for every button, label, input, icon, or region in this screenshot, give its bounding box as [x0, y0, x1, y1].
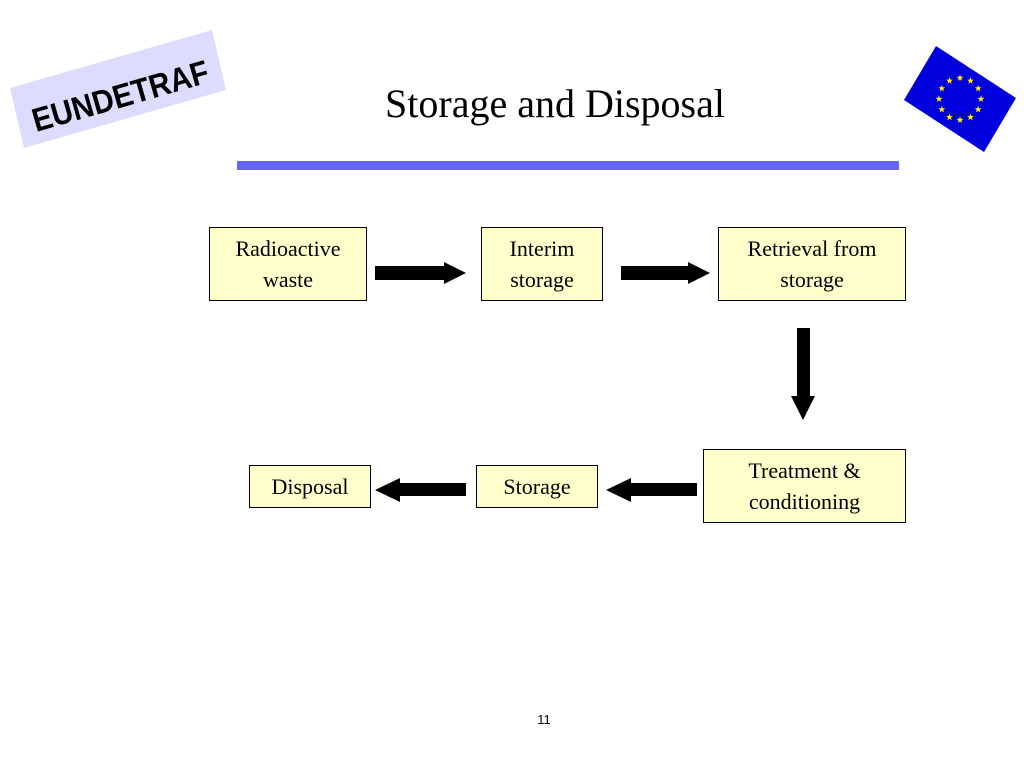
eu-star-icon [946, 77, 953, 84]
slide-title: Storage and Disposal [385, 81, 725, 126]
interim-storage-box: Interim storage [481, 227, 603, 301]
storage-label: Storage [503, 474, 571, 499]
arrow-waste-to-interim [375, 262, 466, 284]
disposal-label: Disposal [271, 474, 349, 499]
eu-star-icon [938, 105, 946, 113]
disposal-box: Disposal [249, 465, 371, 508]
radioactive-waste-box: Radioactive waste [209, 227, 367, 301]
arrow-treatment-to-storage [606, 478, 697, 502]
retrieval-from-storage-box: Retrieval from storage [718, 227, 906, 301]
page-number: 11 [537, 712, 551, 727]
eundetraf-logo: EUNDETRAF [10, 30, 226, 148]
radioactive-waste-label-line1: Radioactive [235, 236, 341, 261]
eu-star-icon [967, 113, 974, 121]
eu-star-icon [956, 116, 964, 123]
arrow-storage-to-disposal [375, 478, 466, 502]
title-underline [237, 161, 899, 170]
eu-star-icon [956, 74, 964, 81]
storage-box: Storage [476, 465, 598, 508]
eu-star-icon [938, 84, 946, 92]
treatment-conditioning-box: Treatment & conditioning [703, 449, 906, 523]
interim-storage-label-line2: storage [510, 267, 574, 292]
radioactive-waste-label-line2: waste [262, 267, 314, 292]
retrieval-label-line1: Retrieval from [747, 236, 877, 261]
eu-star-icon [946, 113, 953, 121]
treatment-label-line2: conditioning [748, 489, 861, 514]
eu-star-icon [974, 84, 982, 92]
arrow-retrieval-to-treatment [791, 328, 815, 420]
interim-storage-label-line1: Interim [509, 236, 575, 261]
eu-flag-icon [904, 46, 1016, 152]
arrow-interim-to-retrieval [621, 262, 710, 284]
eu-star-icon [974, 105, 982, 113]
treatment-label-line1: Treatment & [748, 458, 861, 483]
eu-star-icon [967, 77, 974, 84]
eu-star-icon [935, 95, 943, 102]
retrieval-label-line2: storage [780, 267, 844, 292]
eu-star-icon [977, 95, 985, 102]
